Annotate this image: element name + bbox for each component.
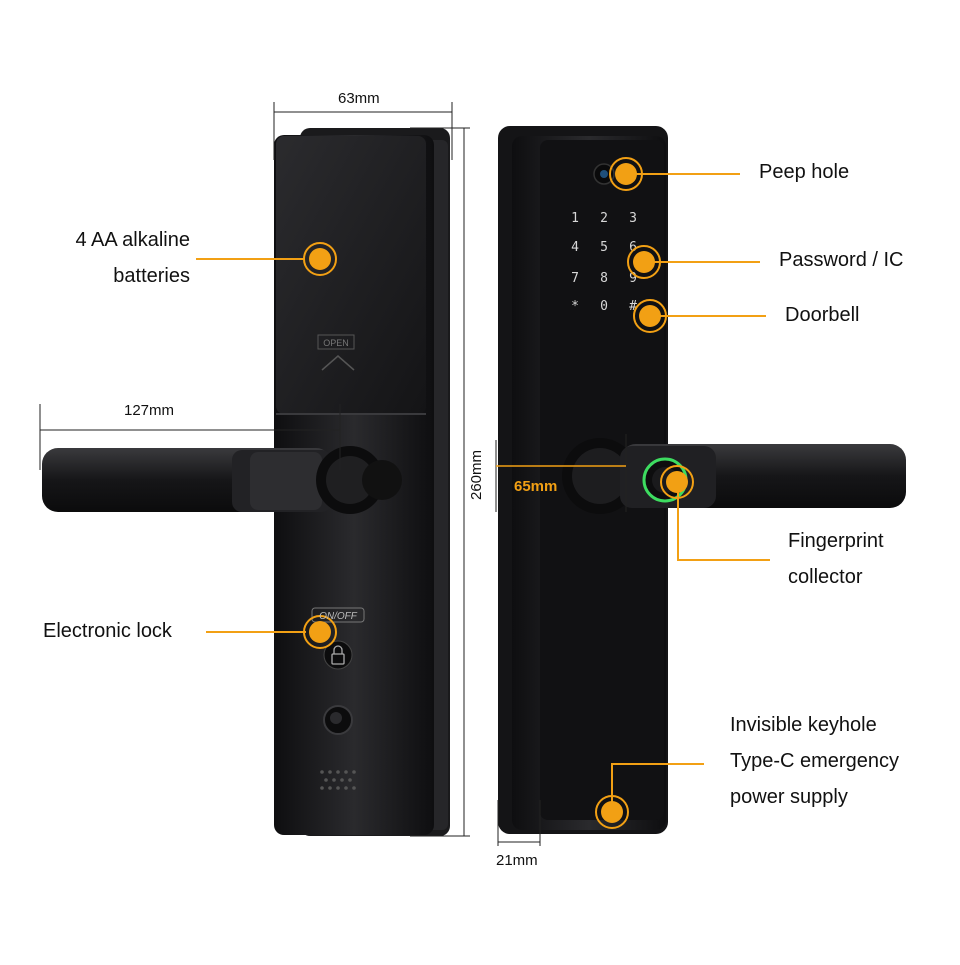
- callout-dot-batteries: [303, 242, 337, 276]
- callout-keyhole: Invisible keyhole Type-C emergency power…: [730, 707, 899, 815]
- callout-dots: [303, 157, 694, 829]
- keypad-key[interactable]: *: [571, 299, 579, 314]
- callout-fingerprint-line2: collector: [788, 566, 863, 588]
- open-label: OPEN: [323, 338, 349, 348]
- electronic-lock-switch[interactable]: [311, 607, 365, 670]
- callout-password: Password / IC: [779, 249, 904, 271]
- dimension-handle-length: 127mm: [124, 402, 175, 419]
- keypad-key[interactable]: #: [629, 299, 637, 314]
- outdoor-handle[interactable]: [562, 438, 906, 514]
- callout-dot-peep-hole: [609, 157, 643, 191]
- dimension-width: 63mm: [338, 90, 380, 107]
- callout-electronic-lock: Electronic lock: [43, 620, 172, 642]
- keypad-key[interactable]: 4: [571, 240, 579, 255]
- callout-batteries-line1: 4 AA alkaline: [75, 229, 190, 251]
- keypad-key[interactable]: 2: [600, 211, 608, 226]
- on-off-label: ON/OFF: [319, 611, 358, 622]
- dimension-height: 260mm: [468, 449, 485, 500]
- callout-doorbell: Doorbell: [785, 304, 860, 326]
- callout-peep-hole: Peep hole: [759, 161, 850, 183]
- callout-dot-password: [627, 245, 661, 279]
- callout-dot-keyhole: [595, 795, 629, 829]
- keypad[interactable]: 1 2 3 4 5 6 7 8 9 * 0 #: [571, 211, 637, 314]
- keypad-key[interactable]: 5: [600, 240, 608, 255]
- callout-keyhole-line3: power supply: [730, 786, 848, 808]
- peep-hole-camera: [593, 163, 615, 185]
- dimension-lines: [39, 102, 627, 846]
- callout-keyhole-line1: Invisible keyhole: [730, 714, 877, 736]
- callout-dot-electronic-lock: [303, 615, 337, 649]
- keypad-key[interactable]: 7: [571, 271, 579, 286]
- keypad-key[interactable]: 3: [629, 211, 637, 226]
- callout-leaders: [196, 173, 770, 812]
- indoor-handle[interactable]: [42, 446, 402, 514]
- callout-batteries: 4 AA alkaline batteries: [56, 222, 190, 294]
- battery-cover-open-marker: [317, 334, 355, 371]
- keypad-key[interactable]: 1: [571, 211, 579, 226]
- dimension-thickness: 21mm: [496, 852, 538, 869]
- callout-dot-doorbell: [633, 299, 667, 333]
- speaker-grille: [320, 770, 356, 790]
- keypad-key[interactable]: 0: [600, 299, 608, 314]
- keypad-key[interactable]: 9: [629, 271, 637, 286]
- callout-fingerprint: Fingerprint collector: [788, 523, 884, 595]
- dimension-center-distance: 65mm: [514, 478, 558, 495]
- keypad-key[interactable]: 6: [629, 240, 637, 255]
- keypad-key[interactable]: 8: [600, 271, 608, 286]
- callout-dot-fingerprint: [660, 465, 694, 499]
- callout-fingerprint-line1: Fingerprint: [788, 530, 884, 552]
- callout-batteries-line2: batteries: [113, 265, 190, 287]
- indoor-knob[interactable]: [323, 705, 353, 735]
- callout-keyhole-line2: Type-C emergency: [730, 750, 899, 772]
